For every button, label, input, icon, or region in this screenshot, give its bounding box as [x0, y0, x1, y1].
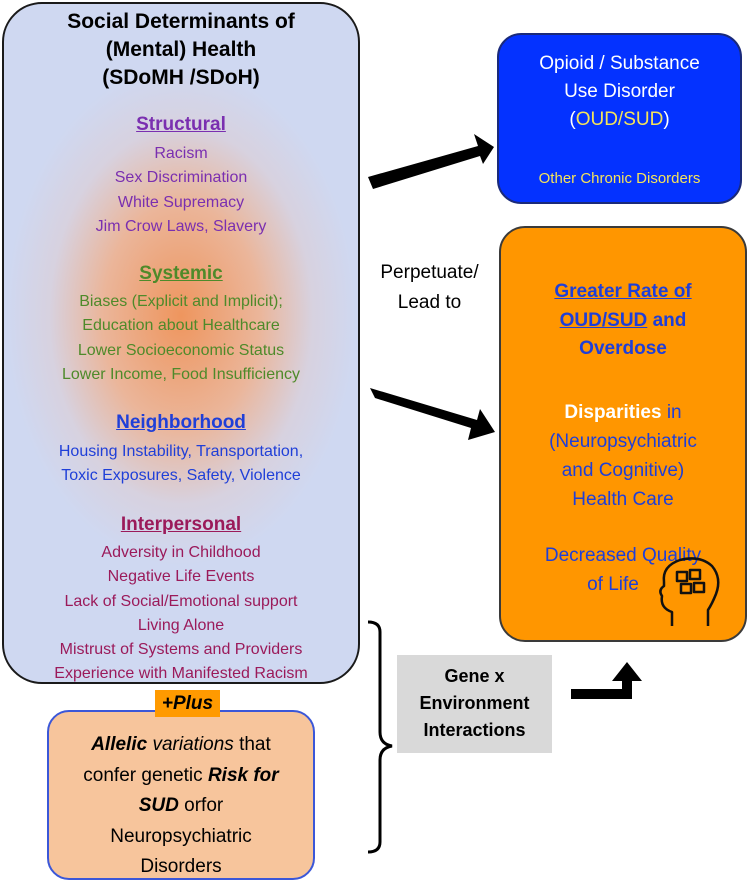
gene-line: Environment: [419, 693, 530, 713]
head-puzzle-icon: [659, 557, 720, 626]
allelic-line: SUD orfor: [47, 791, 315, 822]
sdoh-title-line: Social Determinants of: [67, 10, 295, 33]
disparities-word: Disparities: [564, 402, 662, 423]
gene-panel: [397, 655, 552, 753]
allelic-word: orfor: [184, 795, 224, 816]
list-item: Education about Healthcare: [82, 317, 280, 335]
list-item: Toxic Exposures, Safety, Violence: [61, 467, 301, 485]
oud-line: Use Disorder: [564, 81, 675, 102]
list-item: Sex Discrimination: [114, 169, 248, 187]
list-item: Housing Instability, Transportation,: [58, 443, 304, 460]
outcomes-heading-line: OUD/SUD and: [499, 307, 747, 336]
systemic-list: Biases (Explicit and Implicit); Educatio…: [2, 290, 360, 387]
disparities-line: Disparities in: [499, 398, 747, 427]
oud-line: (OUD/SUD): [497, 106, 742, 134]
sdoh-title-line: (SDoMH /SDoH): [102, 66, 260, 89]
variations-term: variations: [152, 734, 234, 755]
disparities-block: Disparities in (Neuropsychiatric and Cog…: [499, 398, 747, 514]
block-arrow-icon: [368, 134, 494, 189]
list-item: White Supremacy: [117, 193, 245, 211]
list-item: Lower Income, Food Insufficiency: [61, 365, 301, 383]
disparities-line: (Neuropsychiatric: [549, 431, 697, 452]
allelic-line: Neuropsychiatric: [110, 825, 252, 847]
arrow-label: Perpetuate/ Lead to: [362, 258, 497, 318]
neighborhood-list: Housing Instability, Transportation, Tox…: [2, 440, 360, 489]
allelic-panel: [47, 710, 315, 880]
paren: (: [569, 109, 576, 130]
list-item: Mistrust of Systems and Providers: [59, 641, 303, 659]
allelic-term: Allelic: [91, 734, 148, 755]
gene-text: Gene x Environment Interactions: [397, 663, 552, 744]
gene-line: Gene x: [444, 666, 505, 686]
outcomes-heading-line: Overdose: [579, 338, 667, 359]
paren: ): [663, 109, 670, 130]
disparities-line: Health Care: [572, 489, 674, 510]
list-item: Biases (Explicit and Implicit);: [79, 293, 283, 310]
quality-block: Decreased Quality of Life: [499, 541, 747, 599]
systemic-heading: Systemic: [139, 263, 223, 284]
arrow-label-line: Lead to: [397, 292, 462, 313]
list-item: Jim Crow Laws, Slavery: [95, 217, 267, 235]
allelic-line: confer genetic Risk for: [47, 761, 315, 792]
arrow-label-line: Perpetuate/: [380, 262, 479, 283]
outcomes-word: and: [652, 309, 687, 331]
sud-term: SUD: [138, 795, 179, 816]
oud-acronym: OUD/SUD: [575, 109, 664, 130]
allelic-word: that: [239, 734, 271, 755]
outcomes-panel: [499, 226, 747, 642]
disparities-line: and Cognitive): [561, 460, 685, 481]
sdoh-title-line: (Mental) Health: [105, 38, 257, 61]
list-item: Negative Life Events: [107, 568, 255, 586]
block-arrow-icon: [370, 388, 495, 440]
list-item: Living Alone: [137, 616, 225, 634]
allelic-line: Disorders: [140, 856, 222, 877]
risk-term: Risk for: [207, 764, 279, 786]
interpersonal-list: Adversity in Childhood Negative Life Eve…: [2, 541, 360, 687]
list-item: Racism: [154, 145, 208, 162]
right-brace-icon: [367, 620, 393, 854]
sdoh-title: Social Determinants of (Mental) Health (…: [2, 8, 360, 92]
gene-line: Interactions: [423, 720, 526, 740]
list-item: Experience with Manifested Racism: [54, 665, 308, 683]
list-item: Adversity in Childhood: [101, 544, 261, 561]
oud-subtitle: Other Chronic Disorders: [538, 170, 701, 187]
disparities-in: in: [666, 402, 682, 423]
structural-list: Racism Sex Discrimination White Supremac…: [2, 142, 360, 239]
quality-line: Decreased Quality: [544, 545, 702, 566]
allelic-word: confer genetic: [83, 764, 203, 786]
oud-line: Opioid / Substance: [539, 53, 700, 74]
sdoh-panel: [2, 2, 360, 684]
allelic-line: Allelic variations that: [47, 730, 315, 761]
plus-badge: +Plus: [155, 690, 220, 717]
oud-panel: [497, 33, 742, 204]
neighborhood-heading: Neighborhood: [116, 412, 246, 433]
structural-heading: Structural: [136, 114, 226, 135]
list-item: Lack of Social/Emotional support: [64, 592, 298, 610]
bent-arrow-icon: [571, 662, 642, 699]
allelic-text: Allelic variations that confer genetic R…: [47, 730, 315, 883]
outcomes-acronym: OUD/SUD: [559, 309, 648, 331]
list-item: Lower Socioeconomic Status: [77, 341, 285, 359]
interpersonal-heading: Interpersonal: [120, 514, 242, 535]
oud-text: Opioid / Substance Use Disorder (OUD/SUD…: [497, 50, 742, 134]
outcomes-heading-line: Greater Rate of: [554, 281, 692, 302]
outcomes-heading: Greater Rate of OUD/SUD and Overdose: [499, 278, 747, 364]
quality-line: of Life: [587, 574, 639, 595]
